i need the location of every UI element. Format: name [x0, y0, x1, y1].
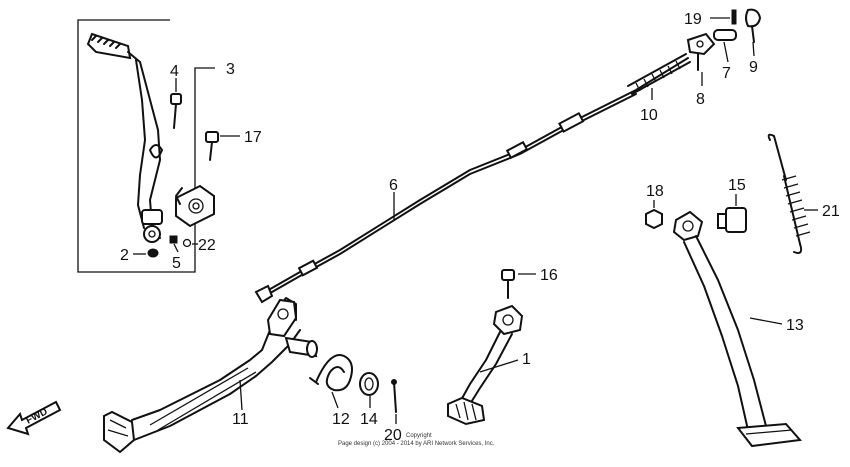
callout-11: 11: [232, 411, 249, 428]
callout-16: 16: [540, 267, 558, 284]
callout-21: 21: [822, 203, 840, 220]
small-parts-center: [309, 354, 397, 413]
callout-8: 8: [696, 91, 705, 108]
callout-5: 5: [172, 255, 181, 272]
callout-1: 1: [522, 351, 531, 368]
forward-arrow: [6, 400, 62, 436]
callout-3: 3: [226, 61, 235, 78]
bolt-17: [205, 131, 219, 161]
copyright-line-2: Page design (c) 2004 - 2014 by ARI Netwo…: [338, 441, 495, 447]
callout-20: 20: [384, 427, 402, 444]
callout-13: 13: [786, 317, 804, 334]
callout-12: 12: [332, 411, 350, 428]
callout-6: 6: [389, 177, 398, 194]
callout-10: 10: [640, 107, 658, 124]
stand-hardware: [645, 207, 747, 233]
fwd-label: FWD: [24, 406, 49, 426]
callout-19: 19: [684, 11, 702, 28]
copyright-line-1: Copyright: [406, 433, 432, 439]
callout-numbers: 1 2 3 4 5 6 7 8 9 10 11 12 13 14 15 16 1…: [120, 11, 840, 444]
brake-pedal: [103, 297, 318, 454]
callout-15: 15: [728, 177, 746, 194]
callout-22: 22: [198, 237, 216, 254]
callout-18: 18: [646, 183, 664, 200]
callout-2: 2: [120, 247, 129, 264]
leader-lines: [133, 17, 818, 424]
gear-pedal-inset: [77, 19, 215, 273]
callout-14: 14: [360, 411, 378, 428]
stand-spring: [767, 133, 811, 254]
callout-9: 9: [749, 59, 758, 76]
callout-17: 17: [244, 129, 262, 146]
callout-4: 4: [170, 63, 179, 80]
brake-cable: [254, 53, 691, 304]
pedal-1: [447, 269, 524, 426]
side-stand: [672, 210, 802, 448]
callout-7: 7: [722, 65, 731, 82]
cable-joint-parts: [686, 8, 762, 71]
